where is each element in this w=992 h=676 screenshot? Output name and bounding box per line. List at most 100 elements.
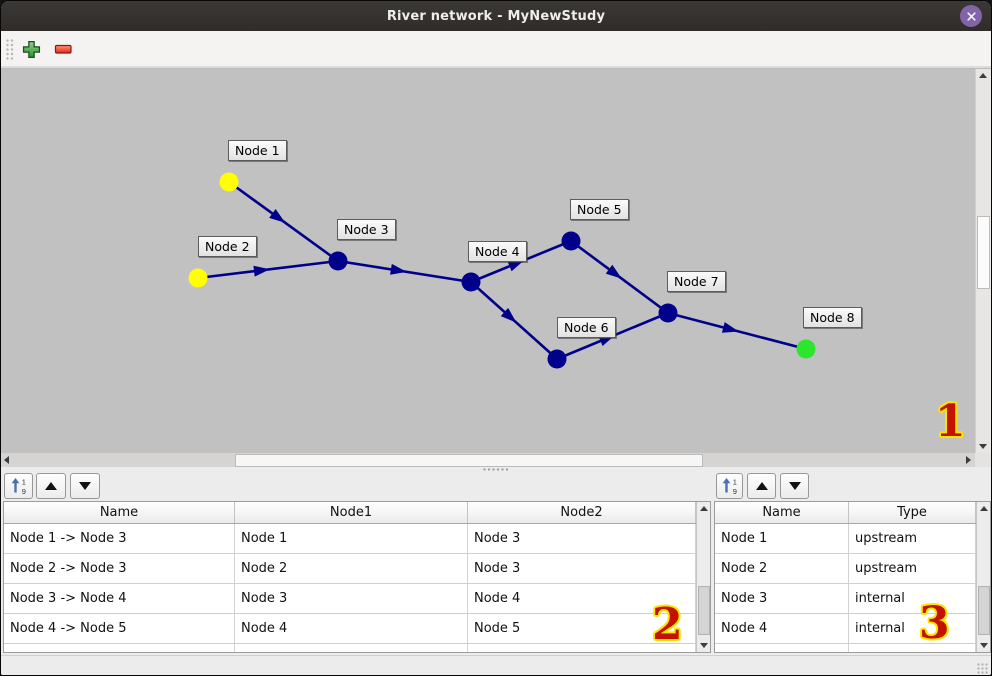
table-cell[interactable]: Node 4 — [468, 584, 696, 614]
table-cell[interactable]: Node 1 — [715, 524, 849, 554]
flow-direction-arrow-icon — [390, 263, 407, 275]
triangle-down-icon — [79, 482, 91, 490]
close-button[interactable] — [960, 5, 982, 27]
toolbar-drag-handle[interactable] — [6, 39, 15, 60]
links-sort-button[interactable]: 1 9 — [4, 473, 33, 499]
arrow-up-icon — [699, 506, 708, 511]
node-label[interactable]: Node 6 — [557, 317, 616, 338]
table-cell[interactable]: Node 4 — [235, 614, 468, 644]
panel-splitter[interactable] — [1, 467, 991, 473]
table-cell[interactable]: Node 4 — [715, 614, 849, 644]
table-cell[interactable]: Node 3 — [468, 524, 696, 554]
table-cell[interactable]: Node 3 — [235, 584, 468, 614]
links-table-scrollbar[interactable] — [696, 502, 710, 652]
empty-row — [715, 644, 976, 652]
table-cell[interactable]: Node 2 — [715, 554, 849, 584]
remove-bar-icon — [54, 44, 72, 54]
scroll-left-button[interactable] — [1, 453, 12, 467]
flow-direction-arrow-icon — [253, 265, 270, 277]
river-node[interactable] — [328, 251, 348, 271]
table-cell[interactable]: Node 3 -> Node 4 — [4, 584, 235, 614]
table-cell[interactable]: Node 3 — [715, 584, 849, 614]
table-cell[interactable]: Node 3 — [468, 554, 696, 584]
scroll-down-button[interactable] — [976, 440, 990, 453]
empty-cell — [715, 644, 849, 652]
river-node[interactable] — [561, 231, 581, 251]
node-label[interactable]: Node 5 — [570, 199, 629, 220]
node-label[interactable]: Node 1 — [228, 140, 287, 161]
column-header[interactable]: Type — [849, 502, 976, 523]
column-header[interactable]: Name — [715, 502, 849, 523]
status-bar — [1, 655, 991, 675]
horizontal-scroll-thumb[interactable] — [235, 454, 703, 467]
flow-direction-arrow-icon — [605, 264, 622, 279]
table-cell[interactable]: internal — [849, 584, 976, 614]
canvas-vertical-scrollbar[interactable] — [975, 69, 990, 453]
flow-direction-arrow-icon — [507, 260, 525, 272]
flow-direction-arrow-icon — [269, 208, 286, 223]
table-cell[interactable]: Node 5 — [468, 614, 696, 644]
network-canvas[interactable]: Node 1 Node 2 Node 3 Node 4 Node 5 Node 6 Node… — [1, 69, 975, 453]
table-cell[interactable]: upstream — [849, 524, 976, 554]
nodes-sort-button[interactable]: 1 9 — [716, 473, 743, 499]
scroll-up-button[interactable] — [976, 69, 990, 82]
table-cell[interactable]: Node 2 — [235, 554, 468, 584]
empty-row — [4, 644, 696, 652]
main-toolbar — [1, 31, 991, 69]
nodes-move-up-button[interactable] — [747, 473, 776, 499]
flow-direction-arrow-icon — [500, 307, 517, 323]
vertical-scroll-thumb[interactable] — [977, 216, 990, 289]
table-cell[interactable]: Node 1 -> Node 3 — [4, 524, 235, 554]
node-label[interactable]: Node 7 — [667, 271, 726, 292]
river-node[interactable] — [461, 272, 481, 292]
river-node[interactable] — [796, 339, 816, 359]
column-header[interactable]: Node2 — [468, 502, 696, 523]
scroll-up-button[interactable] — [977, 502, 990, 515]
arrow-left-icon — [4, 456, 9, 464]
table-cell[interactable]: Node 2 -> Node 3 — [4, 554, 235, 584]
canvas-horizontal-scrollbar[interactable] — [1, 453, 975, 467]
svg-text:9: 9 — [732, 487, 736, 495]
table-cell[interactable]: Node 1 — [235, 524, 468, 554]
remove-node-button[interactable] — [51, 37, 75, 61]
column-header[interactable]: Name — [4, 502, 235, 523]
river-node[interactable] — [219, 172, 239, 192]
scroll-up-button[interactable] — [697, 502, 710, 515]
river-node[interactable] — [188, 268, 208, 288]
scroll-down-button[interactable] — [977, 639, 990, 652]
scroll-down-button[interactable] — [697, 639, 710, 652]
node-label[interactable]: Node 2 — [198, 236, 257, 257]
column-header[interactable]: Node1 — [235, 502, 468, 523]
node-label[interactable]: Node 4 — [468, 241, 527, 262]
scrollbar-corner — [975, 453, 991, 467]
table-scroll-thumb[interactable] — [698, 586, 710, 635]
links-move-down-button[interactable] — [70, 473, 100, 499]
node-label[interactable]: Node 3 — [337, 219, 396, 240]
table-cell[interactable]: internal — [849, 614, 976, 644]
table-cell[interactable]: Node 4 -> Node 5 — [4, 614, 235, 644]
river-node[interactable] — [658, 303, 678, 323]
close-icon — [966, 11, 976, 21]
resize-grip-icon[interactable] — [977, 663, 988, 674]
add-node-button[interactable] — [19, 37, 43, 61]
window-title: River network - MyNewStudy — [386, 8, 606, 24]
nodes-table-scrollbar[interactable] — [976, 502, 990, 652]
river-node[interactable] — [547, 349, 567, 369]
sort-1-9-icon: 1 9 — [722, 478, 736, 495]
nodes-move-down-button[interactable] — [780, 473, 809, 499]
scroll-right-button[interactable] — [961, 453, 975, 467]
table-scroll-thumb[interactable] — [978, 586, 990, 635]
table-cell[interactable]: upstream — [849, 554, 976, 584]
arrow-down-icon — [699, 643, 708, 648]
links-move-up-button[interactable] — [36, 473, 66, 499]
node-label[interactable]: Node 8 — [803, 307, 862, 328]
